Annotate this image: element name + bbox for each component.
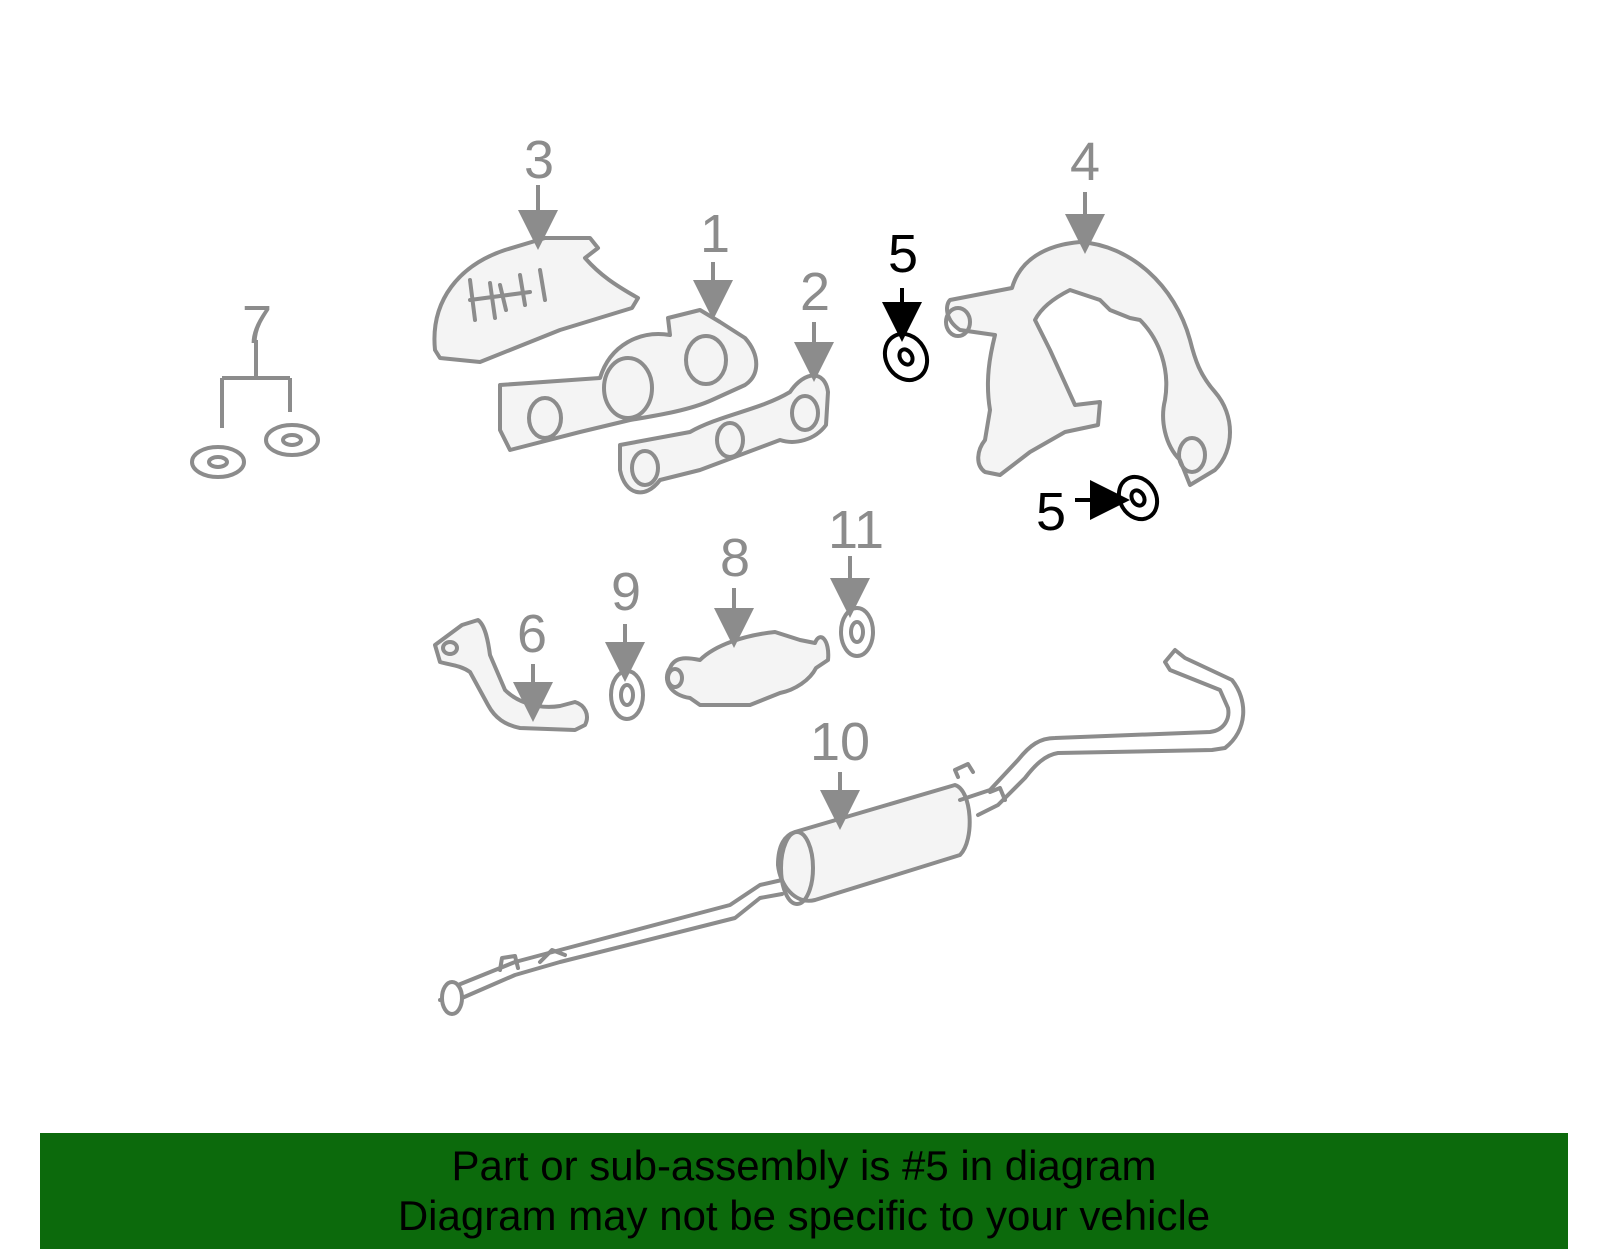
part-2-manifold-gasket[interactable] <box>618 322 834 495</box>
callout-10: 10 <box>810 712 870 772</box>
part-10-muffler-assembly[interactable] <box>438 648 1246 1016</box>
callout-1: 1 <box>700 204 730 264</box>
part-6-front-pipe[interactable] <box>433 618 589 732</box>
part-9-gasket[interactable] <box>605 624 645 721</box>
callout-4: 4 <box>1070 132 1100 192</box>
callout-9: 9 <box>611 562 641 622</box>
callout-5-top: 5 <box>888 224 918 284</box>
banner-line-2: Diagram may not be specific to your vehi… <box>397 1192 1211 1239</box>
leader-7 <box>220 340 292 428</box>
callout-11: 11 <box>828 500 884 560</box>
callout-6: 6 <box>517 604 547 664</box>
callout-2: 2 <box>800 262 830 322</box>
banner-line-1: Part or sub-assembly is #5 in diagram <box>451 1142 1157 1189</box>
part-7-gaskets[interactable] <box>190 340 320 479</box>
part-1-exhaust-manifold[interactable] <box>498 262 759 452</box>
part-4-y-pipe[interactable] <box>944 192 1232 487</box>
callout-3: 3 <box>524 130 554 190</box>
info-banner: Part or sub-assembly is #5 in diagram Di… <box>40 1133 1568 1249</box>
part-5-gasket-bottom[interactable] <box>1111 470 1164 526</box>
callout-5-bottom: 5 <box>1036 482 1066 542</box>
part-8-catalytic-converter[interactable] <box>664 588 831 707</box>
callout-7: 7 <box>242 295 272 355</box>
part-11-gasket[interactable] <box>830 556 875 658</box>
part-3-heat-shield[interactable] <box>432 185 640 364</box>
callout-8: 8 <box>720 528 750 588</box>
part-5-gasket-top[interactable] <box>877 326 936 388</box>
